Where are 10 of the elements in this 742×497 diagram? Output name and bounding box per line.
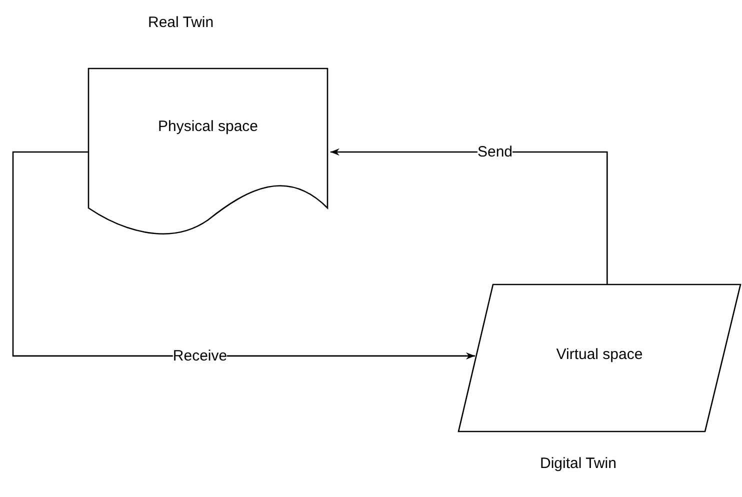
arrow [12,151,475,360]
edge-label: Receive [172,348,228,364]
parallelogram-shape [458,284,741,432]
document-shape [88,68,328,235]
node-label: Real Twin [148,13,214,33]
node-label: Physical space [156,117,260,137]
node-label: Digital Twin [540,454,616,474]
arrow [330,148,608,284]
node-label: Virtual space [555,345,644,365]
edge-label: Send [477,144,513,160]
